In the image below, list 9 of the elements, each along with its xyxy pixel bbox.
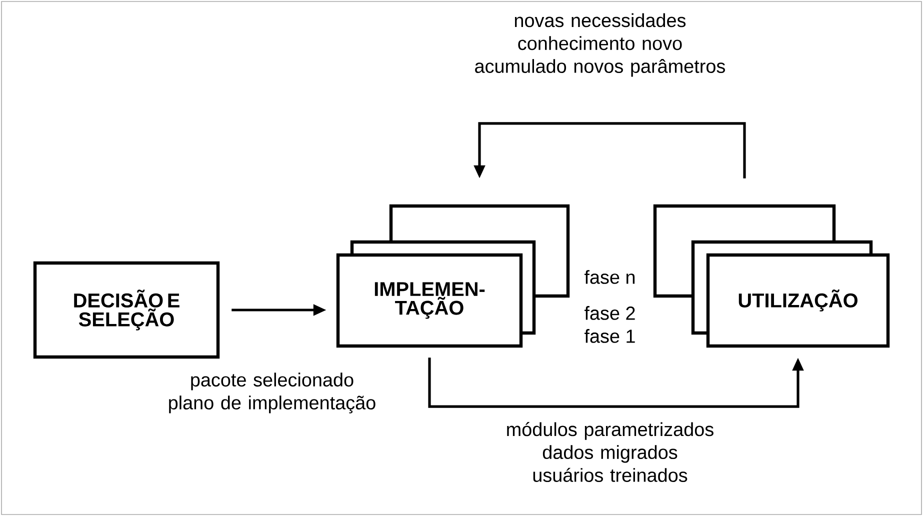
edge-label: pacote selecionado plano de implementação (166, 372, 378, 414)
process-box: DECISÃO E SELEÇÃO (33, 261, 220, 359)
edge-label: novas necessidades conhecimento novo acumulado novos parâmetros (454, 12, 746, 78)
phase-label: fase 2 (584, 306, 635, 320)
process-box: UTILIZAÇÃO (706, 253, 890, 348)
phase-label: fase 1 (584, 329, 635, 343)
process-box: IMPLEMEN- TAÇÃO (336, 253, 523, 348)
phase-label: fase n (584, 270, 635, 284)
edge-label: módulos parametrizados dados migrados usuários treinados (504, 421, 716, 483)
